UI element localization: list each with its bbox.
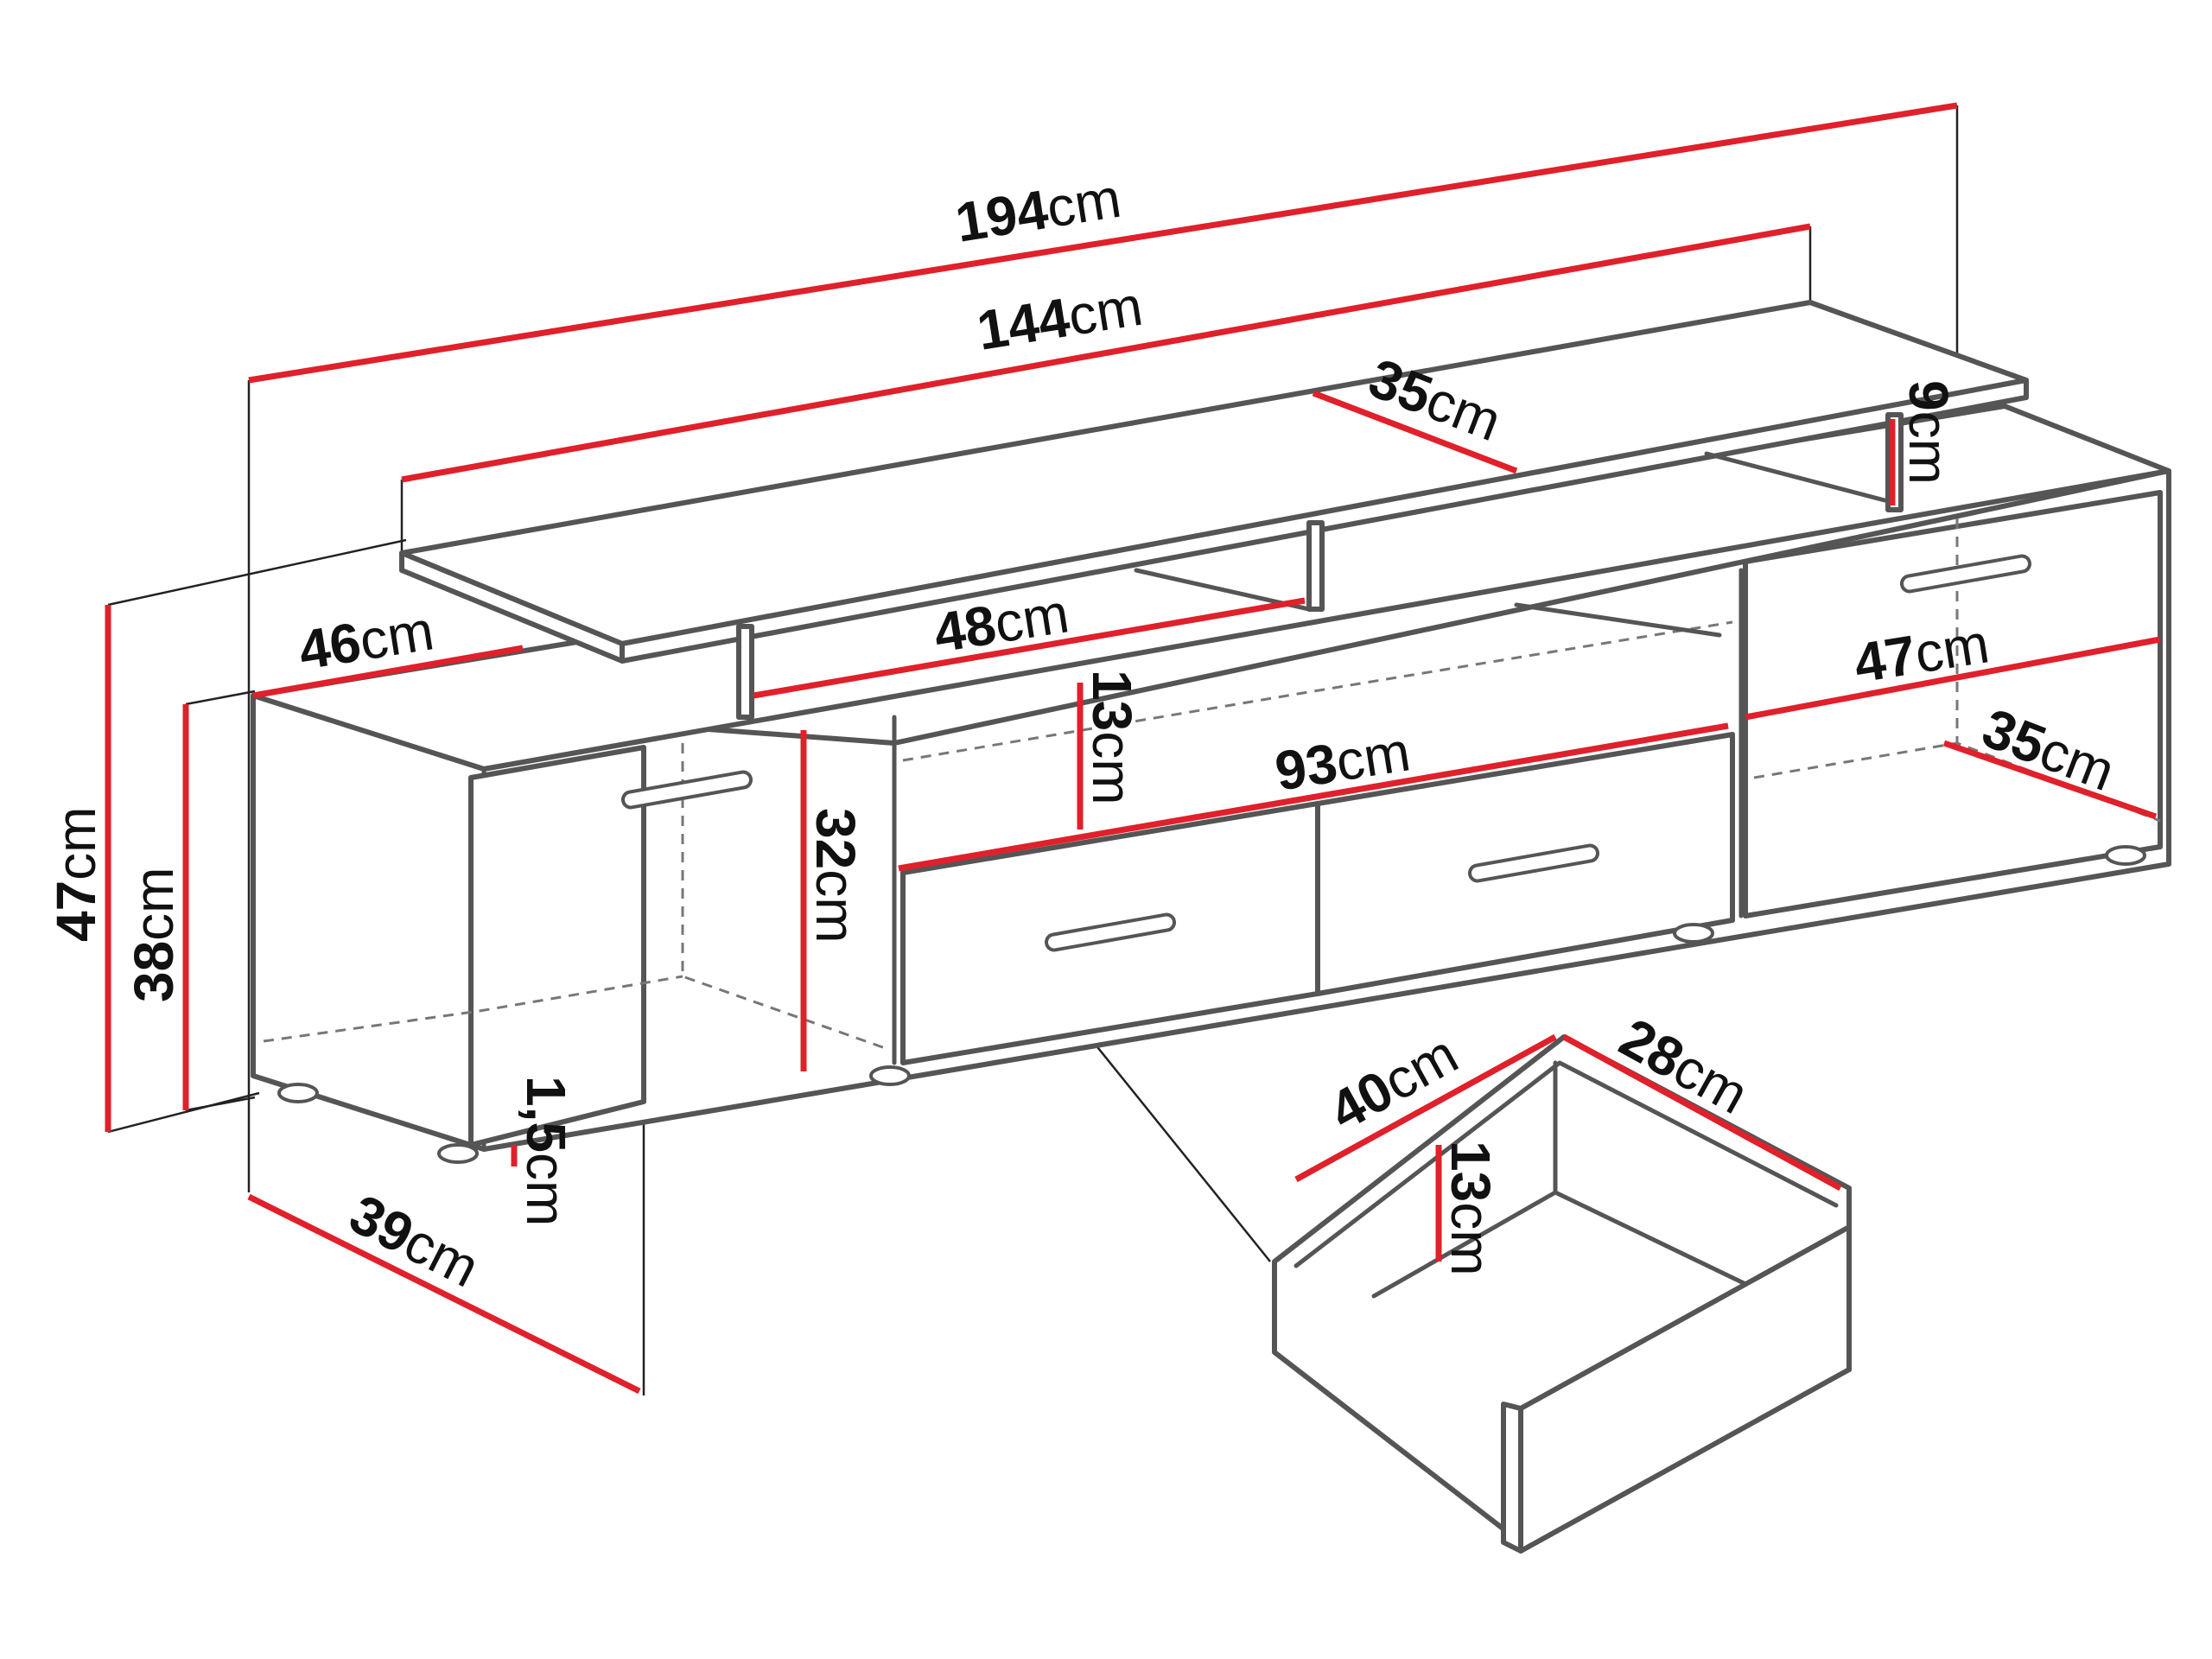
- top-shelf-left-leg: [736, 624, 754, 720]
- dim-line-drawer-depth: [1562, 1033, 1842, 1192]
- label-body-height: 38cm: [123, 868, 185, 1003]
- right-cabinet-door: [1743, 490, 2163, 918]
- right-door-handle: [1900, 554, 2031, 594]
- foot: [2105, 845, 2146, 866]
- label-top-width: 144cm: [973, 275, 1147, 362]
- tv-cabinet: [251, 300, 2171, 1164]
- dim-line-body-depth: [247, 1193, 641, 1395]
- drawer-detail: [1272, 1034, 1852, 1554]
- right-drawer-handle: [1468, 843, 1599, 883]
- left-door-handle: [621, 770, 753, 810]
- dim-line-left-overhang: [252, 645, 524, 699]
- label-total-width: 194cm: [951, 167, 1125, 254]
- label-foot-height: 1,5cm: [515, 1076, 577, 1226]
- dimension-lines: [105, 102, 2161, 1395]
- dim-line-right-width: [1745, 636, 2161, 721]
- label-shelf-height: 13cm: [1081, 670, 1143, 805]
- label-cabinet-height: 32cm: [804, 808, 867, 944]
- foot: [277, 1083, 319, 1103]
- dim-line-drawer-section-width: [898, 722, 1729, 872]
- dim-line-drawer-width: [1294, 1033, 1557, 1183]
- label-left-overhang: 46cm: [295, 599, 438, 682]
- foot: [437, 1143, 479, 1164]
- dim-line-top-depth: [1312, 390, 1518, 474]
- dim-line-shelf-width: [753, 597, 1306, 699]
- foot: [1673, 923, 1714, 944]
- left-cabinet-door: [468, 745, 646, 1147]
- label-right-width: 47cm: [1850, 612, 1993, 695]
- dim-line-total-width: [248, 102, 1958, 384]
- label-total-height: 47cm: [45, 807, 107, 943]
- label-top-leg-height: 9cm: [1897, 380, 1960, 485]
- label-shelf-width: 48cm: [930, 582, 1073, 664]
- dim-line-top-width: [401, 223, 1811, 483]
- label-drawer-section-width: 93cm: [1271, 720, 1414, 803]
- left-drawer-handle: [1045, 912, 1176, 952]
- foot: [869, 1065, 911, 1086]
- label-drawer-height: 13cm: [1440, 1141, 1502, 1276]
- dim-line-right-depth: [1942, 740, 2158, 820]
- top-shelf-middle-leg: [1306, 520, 1325, 612]
